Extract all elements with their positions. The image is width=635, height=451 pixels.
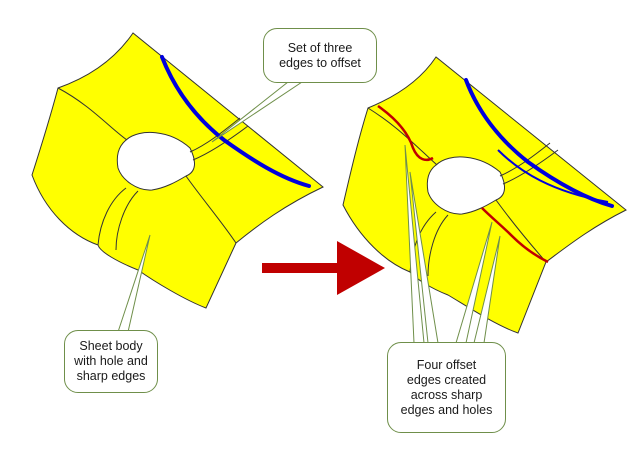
top-callout: Set of three edges to offset [263,28,377,83]
right-callout-line-1: Four offset [416,357,477,372]
left-sharp-edge-bottom-a [97,187,127,246]
top-callout-line-2: edges to offset [279,55,361,70]
left-selected-edges [160,55,311,188]
right-callout: Four offset edges created across sharp e… [387,342,506,433]
right-callout-line-3: across sharp [410,387,483,402]
right-callout-line-2: edges created [406,372,487,387]
right-offset-edge-red-top [377,104,434,162]
result-sheet-body [342,56,627,334]
left-sharp-edge-right-a [189,117,241,153]
left-sharp-edge-bottom-b [115,190,139,251]
left-sharp-edge-right-b [192,125,249,161]
right-callout-line-4: edges and holes [400,402,493,417]
top-callout-line-1: Set of three [287,40,353,55]
transform-arrow [262,241,385,295]
callout-pointers [117,81,501,344]
left-callout-line-1: Sheet body [79,339,143,353]
left-sheet-hole [116,131,195,191]
right-sharp-edge-bottom-b [427,214,449,277]
right-sharp-edge-right-lower [495,199,547,263]
right-sheet-hole [426,156,505,215]
left-callout-line-3: sharp edges [76,369,146,383]
left-sharp-edge-right-lower [185,175,237,244]
right-offset-edge-red-bottom [481,207,549,264]
left-callout: Sheet body with hole and sharp edges [64,330,158,393]
left-sharp-edge-top [57,87,128,141]
original-sheet-body [31,32,324,309]
left-callout-line-2: with hole and [74,354,148,368]
right-offset-edge-blue [497,149,609,203]
right-sharp-edge-right-b [502,149,559,185]
